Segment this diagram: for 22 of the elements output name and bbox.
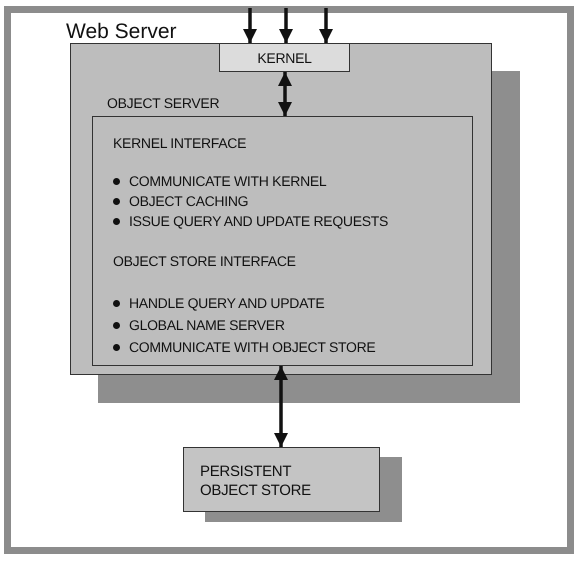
- box-label: KERNEL: [256, 48, 313, 68]
- arrow: [319, 8, 333, 43]
- arrow: [279, 8, 293, 43]
- store-box: [183, 447, 380, 512]
- box-heading: OBJECT SERVER: [107, 95, 220, 111]
- bullet-item: ISSUE QUERY AND UPDATE REQUESTS: [113, 213, 388, 229]
- section-heading: OBJECT STORE INTERFACE: [113, 253, 296, 269]
- arrow: [278, 72, 292, 116]
- arrow: [274, 366, 288, 447]
- server-frame: [4, 6, 574, 554]
- kernel-box: [219, 43, 350, 72]
- bullet-item: COMMUNICATE WITH KERNEL: [113, 173, 326, 189]
- server-box: [70, 43, 492, 375]
- bullet-item: GLOBAL NAME SERVER: [113, 317, 285, 333]
- bullet-item: HANDLE QUERY AND UPDATE: [113, 295, 324, 311]
- bullet-item: COMMUNICATE WITH OBJECT STORE: [113, 339, 376, 355]
- frame-title: Web Server: [66, 20, 176, 44]
- bullet-item: OBJECT CACHING: [113, 193, 248, 209]
- arrow: [243, 8, 257, 43]
- interface-box: [92, 116, 473, 366]
- box-label: PERSISTENT OBJECT STORE: [200, 462, 312, 500]
- section-heading: KERNEL INTERFACE: [113, 135, 246, 151]
